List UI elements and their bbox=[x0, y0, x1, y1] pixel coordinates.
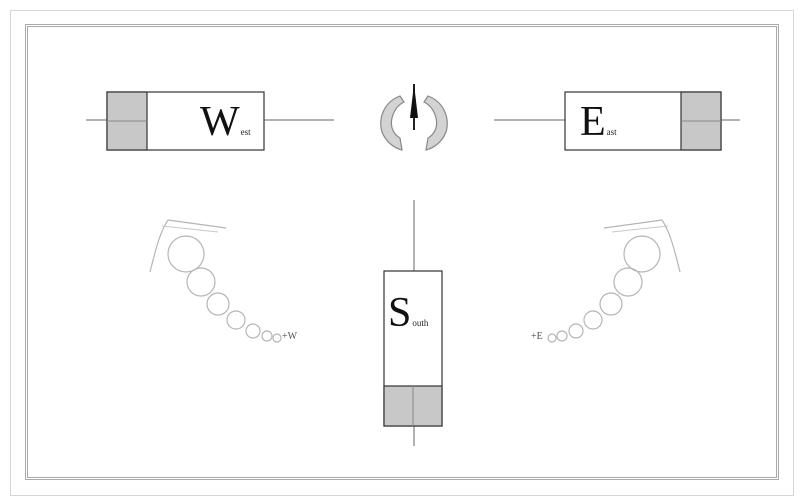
east-arc-diagram bbox=[547, 219, 681, 343]
west-block bbox=[86, 91, 334, 151]
west-circle-7 bbox=[272, 333, 282, 343]
south-block bbox=[383, 200, 443, 446]
east-circle-1 bbox=[623, 235, 661, 273]
east-circle-7 bbox=[547, 333, 557, 343]
west-circle-2 bbox=[186, 267, 216, 297]
east-letter: E bbox=[580, 99, 606, 145]
south-suffix: outh bbox=[412, 318, 429, 328]
west-arc-line bbox=[149, 219, 169, 273]
west-arc-diagram bbox=[149, 219, 282, 343]
west-arc-top bbox=[167, 219, 227, 229]
west-plus-sign: +W bbox=[282, 331, 298, 342]
west-suffix: est bbox=[240, 127, 251, 137]
west-circle-4 bbox=[226, 310, 246, 330]
east-arc-line bbox=[661, 219, 681, 273]
east-arc-top-inner bbox=[611, 225, 669, 233]
east-circle-3 bbox=[599, 292, 623, 316]
south-label: S outh bbox=[388, 292, 428, 334]
west-circle-3 bbox=[206, 292, 230, 316]
west-label: W est bbox=[200, 101, 251, 143]
east-circle-4 bbox=[583, 310, 603, 330]
south-letter: S bbox=[388, 290, 412, 336]
east-plus-sign: +E bbox=[531, 331, 543, 342]
east-block bbox=[494, 91, 740, 151]
west-arc-top-inner bbox=[161, 225, 219, 233]
west-letter: W bbox=[200, 99, 240, 145]
east-label: E ast bbox=[580, 101, 617, 143]
west-circle-5 bbox=[245, 323, 261, 339]
compass-needle-tip bbox=[410, 84, 418, 118]
east-circle-6 bbox=[556, 330, 568, 342]
east-circle-5 bbox=[568, 323, 584, 339]
west-circle-1 bbox=[167, 235, 205, 273]
east-suffix: ast bbox=[606, 127, 617, 137]
east-circle-2 bbox=[613, 267, 643, 297]
outer-frame bbox=[10, 10, 794, 496]
west-circle-6 bbox=[261, 330, 273, 342]
rotation-arrows-icon bbox=[380, 84, 448, 151]
inner-frame bbox=[25, 24, 779, 480]
east-arc-top bbox=[603, 219, 663, 229]
